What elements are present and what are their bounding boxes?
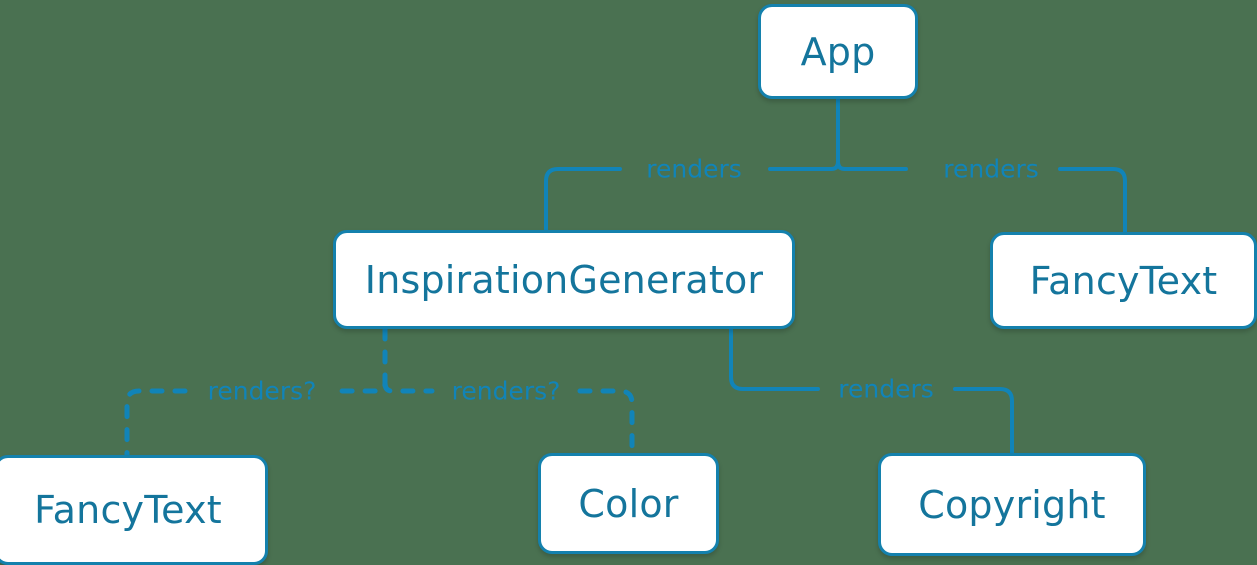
edge-inspgen-dashed-stem <box>333 326 388 394</box>
edge-app-to-fancytext <box>1058 167 1127 234</box>
node-copyright-label: Copyright <box>918 482 1106 527</box>
node-inspiration-generator[interactable]: InspirationGenerator <box>333 230 795 329</box>
edge-app-stem <box>768 97 840 171</box>
edge-label-inspgen-to-fancytext: renders? <box>207 376 317 406</box>
edge-label-app-to-inspirationgenerator: renders <box>646 154 742 184</box>
edge-inspgen-to-copyright-tail <box>953 387 1014 455</box>
edge-app-stem-right <box>836 160 908 171</box>
node-copyright[interactable]: Copyright <box>878 453 1146 556</box>
node-app[interactable]: App <box>758 4 918 99</box>
node-fancytext-left[interactable]: FancyText <box>0 455 268 565</box>
edge-inspgen-to-fancytext <box>124 388 188 458</box>
edge-inspgen-to-color <box>577 388 635 456</box>
node-fancytext-right-label: FancyText <box>1029 258 1218 303</box>
edge-app-to-inspirationgenerator <box>544 167 622 232</box>
node-app-label: App <box>800 29 876 74</box>
edge-inspgen-dashed-stem-right <box>382 380 435 394</box>
node-color[interactable]: Color <box>538 453 719 554</box>
node-fancytext-left-label: FancyText <box>34 488 222 532</box>
edge-label-inspgen-to-color: renders? <box>451 376 561 406</box>
edge-label-inspgen-to-copyright: renders <box>838 374 934 404</box>
edge-inspgen-to-copyright <box>729 327 820 391</box>
edge-label-app-to-fancytext: renders <box>943 154 1039 184</box>
node-inspiration-generator-label: InspirationGenerator <box>364 257 764 302</box>
node-color-label: Color <box>578 481 679 526</box>
node-fancytext-right[interactable]: FancyText <box>990 232 1257 329</box>
